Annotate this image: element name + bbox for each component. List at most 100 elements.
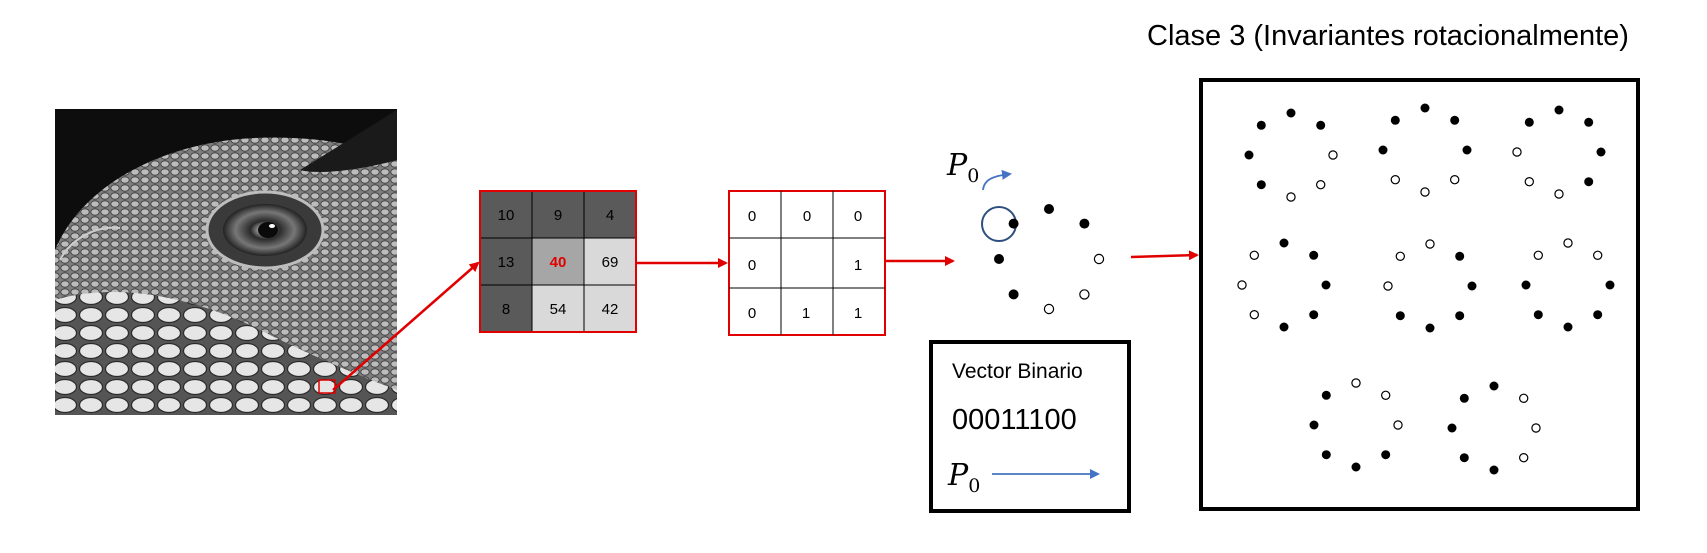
class-pattern-filled-dot: [1554, 105, 1564, 115]
vector-box-p0-label: P0: [947, 458, 980, 497]
intensity-value: 54: [550, 301, 567, 318]
binary-value: 0: [748, 305, 756, 322]
class-pattern-empty-dot: [1390, 174, 1401, 185]
intensity-value: 42: [602, 301, 619, 318]
binary-value: 0: [803, 208, 811, 225]
pattern-empty-dot: [1043, 303, 1055, 315]
class-pattern-filled-dot: [1584, 117, 1594, 127]
class-pattern-empty-dot: [1420, 187, 1430, 197]
lizard-photo: [55, 109, 397, 415]
cell-2-2: [583, 284, 637, 333]
class-pattern-filled-dot: [1584, 177, 1594, 187]
binary-value: 1: [802, 305, 810, 322]
class-pattern-filled-dot: [1455, 311, 1465, 321]
rotation-arrow: [982, 169, 1012, 191]
class-pattern-filled-dot: [1395, 311, 1405, 321]
class-pattern-filled-dot: [1256, 120, 1266, 130]
class-pattern-filled-dot: [1489, 381, 1499, 391]
binary-value: 0: [748, 257, 756, 274]
class-pattern-empty-dot: [1533, 250, 1544, 260]
class-pattern-filled-dot: [1309, 420, 1319, 430]
class-pattern-filled-dot: [1420, 103, 1430, 113]
class-pattern-filled-dot: [1521, 280, 1531, 290]
class-pattern-empty-dot: [1351, 378, 1361, 388]
intensity-value: 8: [502, 301, 510, 318]
class-pattern-filled-dot: [1563, 322, 1573, 332]
class-pattern-filled-dot: [1425, 323, 1435, 333]
class-pattern-empty-dot: [1531, 423, 1541, 433]
class-pattern-filled-dot: [1321, 450, 1331, 460]
class-pattern-filled-dot: [1489, 465, 1499, 475]
class-pattern-empty-dot: [1237, 280, 1247, 290]
class-pattern-filled-dot: [1390, 115, 1400, 125]
class-pattern-empty-dot: [1315, 179, 1326, 190]
class-box: [1199, 78, 1640, 511]
class-pattern-filled-dot: [1533, 310, 1543, 320]
intensity-value: 4: [606, 207, 614, 224]
class-pattern-filled-dot: [1256, 180, 1266, 190]
class-pattern-empty-dot: [1286, 192, 1296, 202]
pattern-filled-dot: [994, 254, 1004, 264]
intensity-value: 10: [498, 207, 515, 224]
class-patterns: [1237, 103, 1615, 475]
class-pattern-empty-dot: [1395, 251, 1406, 261]
binary-value: 0: [854, 208, 862, 225]
class-pattern-filled-dot: [1450, 115, 1460, 125]
pattern-filled-dot: [1079, 218, 1090, 229]
intensity-value: 9: [554, 207, 562, 224]
pattern-filled-dot: [1044, 204, 1054, 214]
class-pattern-empty-dot: [1425, 239, 1435, 249]
class-pattern-empty-dot: [1518, 453, 1529, 463]
class-pattern-empty-dot: [1524, 176, 1535, 187]
class-pattern-filled-dot: [1596, 147, 1606, 157]
class-pattern-filled-dot: [1316, 120, 1326, 130]
class-title: Clase 3 (Invariantes rotacionalmente): [1147, 20, 1629, 52]
p0-label: P0: [946, 148, 979, 187]
class-pattern-empty-dot: [1393, 420, 1403, 430]
binary-value: 1: [854, 305, 862, 322]
pattern-empty-dot: [1093, 253, 1105, 265]
class-pattern-empty-dot: [1554, 189, 1564, 199]
class-pattern-filled-dot: [1467, 281, 1477, 291]
arrow-photo-to-grid: [332, 261, 480, 391]
class-pattern-filled-dot: [1309, 250, 1319, 260]
class-pattern-filled-dot: [1378, 145, 1388, 155]
class-pattern-filled-dot: [1309, 310, 1319, 320]
pattern-filled-dot: [1008, 289, 1019, 300]
intensity-grid: 10 9 4 13 40 69 8 54 42: [479, 190, 637, 333]
class-pattern-empty-dot: [1512, 147, 1522, 157]
arrow-pattern-to-class: [1130, 250, 1199, 261]
intensity-value: 13: [498, 254, 515, 271]
class-pattern-filled-dot: [1321, 280, 1331, 290]
class-pattern-filled-dot: [1286, 108, 1296, 118]
intensity-grid-border: [479, 190, 637, 333]
cell-0-1: [531, 190, 585, 239]
class-pattern-filled-dot: [1321, 390, 1331, 400]
class-pattern-filled-dot: [1244, 150, 1254, 160]
pattern-filled-dot: [1008, 218, 1019, 229]
class-pattern-filled-dot: [1455, 251, 1465, 261]
class-pattern-empty-dot: [1449, 174, 1460, 185]
vector-box-title: Vector Binario: [952, 360, 1083, 383]
class-pattern-filled-dot: [1605, 280, 1615, 290]
class-pattern-filled-dot: [1279, 238, 1289, 248]
binary-value: 0: [748, 208, 756, 225]
cell-1-2: [583, 237, 637, 286]
sample-region-marker: [318, 379, 336, 394]
lbp-pattern: [994, 204, 1105, 315]
class-pattern-empty-dot: [1518, 393, 1529, 403]
class-pattern-filled-dot: [1447, 423, 1457, 433]
class-pattern-empty-dot: [1380, 390, 1391, 400]
class-pattern-filled-dot: [1593, 310, 1603, 320]
class-pattern-empty-dot: [1383, 281, 1393, 291]
class-pattern-filled-dot: [1524, 117, 1534, 127]
class-pattern-filled-dot: [1459, 393, 1469, 403]
binary-grid: 0 0 0 0 1 0 1 1: [728, 190, 886, 336]
class-pattern-filled-dot: [1351, 462, 1361, 472]
pattern-empty-dot: [1079, 289, 1090, 300]
class-pattern-empty-dot: [1563, 238, 1573, 248]
class-pattern-empty-dot: [1328, 150, 1338, 160]
cell-1-1: [531, 237, 585, 286]
class-pattern-empty-dot: [1249, 310, 1260, 320]
